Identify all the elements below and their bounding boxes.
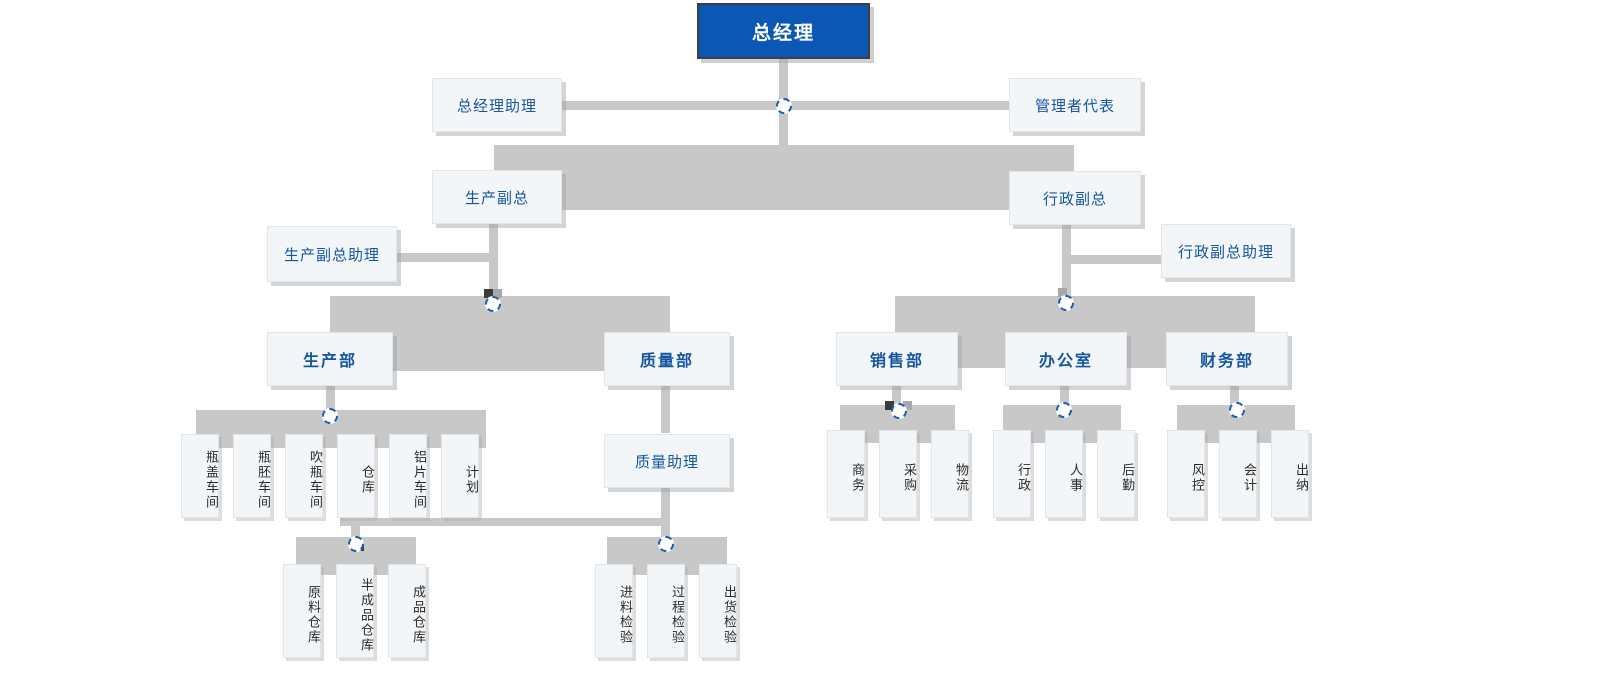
connector-office-dept-down [1060,385,1069,413]
selection-handle-square-sales-b[interactable] [903,401,912,410]
leaf-finance-0[interactable]: 风控 [1167,430,1205,518]
connector-root-down [779,58,788,108]
leaf-warehouse-1[interactable]: 半成品仓库 [336,564,374,658]
selection-handle-circle-office[interactable] [1056,402,1072,418]
connector-warehouse-down [351,515,360,545]
connector-admin-vp-down [1062,224,1071,302]
node-production-vp[interactable]: 生产副总 [432,170,562,224]
leaf-office-0[interactable]: 行政 [993,430,1031,518]
leaf-office-1[interactable]: 人事 [1045,430,1083,518]
selection-handle-circle-admin-vp[interactable] [1058,295,1074,311]
selection-handle-square-admin-vp[interactable] [1058,288,1067,297]
connector-production-dept-down [326,385,335,417]
connector-admin-vp-assistant [1070,255,1165,264]
node-management-representative[interactable]: 管理者代表 [1009,78,1141,132]
connector-finance-dept-down [1230,385,1239,413]
selection-handle-circle-sales[interactable] [891,403,907,419]
node-gm-assistant[interactable]: 总经理助理 [432,78,562,132]
node-production-department[interactable]: 生产部 [267,332,393,386]
leaf-quality-1[interactable]: 过程检验 [647,564,685,658]
leaf-warehouse-2[interactable]: 成品仓库 [388,564,426,658]
connector-quality-assistant-down [661,488,670,543]
leaf-office-2[interactable]: 后勤 [1097,430,1135,518]
node-production-vp-assistant[interactable]: 生产副总助理 [267,226,397,282]
leaf-production-5[interactable]: 计划 [441,434,479,518]
leaf-sales-1[interactable]: 采购 [879,430,917,518]
leaf-sales-2[interactable]: 物流 [931,430,969,518]
selection-handle-square-production-vp[interactable] [484,289,493,298]
leaf-production-4[interactable]: 铝片车间 [389,434,427,518]
leaf-finance-2[interactable]: 出纳 [1271,430,1309,518]
node-quality-assistant[interactable]: 质量助理 [604,434,730,488]
node-quality-department[interactable]: 质量部 [604,332,730,386]
connector-root-to-vp [779,108,788,156]
connector-quality-assistant-line [340,518,670,526]
selection-handle-circle-finance[interactable] [1229,402,1245,418]
connector-vp-bracket [494,145,1074,210]
leaf-finance-1[interactable]: 会计 [1219,430,1257,518]
selection-handle-square-sales[interactable] [885,401,894,410]
connector-production-vp-assistant [396,253,494,262]
selection-handle-circle-quality[interactable] [658,536,674,552]
leaf-production-2[interactable]: 吹瓶车间 [285,434,323,518]
node-admin-vp[interactable]: 行政副总 [1009,171,1141,225]
leaf-sales-0[interactable]: 商务 [827,430,865,518]
connector-quality-dept-down [661,385,670,433]
connector-sales-dept-down [892,385,901,413]
leaf-warehouse-0[interactable]: 原料仓库 [283,564,321,658]
node-sales-department[interactable]: 销售部 [836,332,958,386]
selection-handle-circle-production-dept[interactable] [322,408,338,424]
leaf-production-0[interactable]: 瓶盖车间 [181,434,219,518]
selection-handle-circle-warehouse[interactable] [348,536,364,552]
leaf-production-1[interactable]: 瓶胚车间 [233,434,271,518]
leaf-quality-0[interactable]: 进料检验 [595,564,633,658]
node-office-department[interactable]: 办公室 [1005,332,1127,386]
node-finance-department[interactable]: 财务部 [1166,332,1288,386]
node-admin-vp-assistant[interactable]: 行政副总助理 [1161,224,1291,278]
connector-production-vp-down [489,222,498,302]
selection-handle-square-production-vp-b[interactable] [493,289,502,298]
node-general-manager[interactable]: 总经理 [697,3,870,59]
selection-handle-circle-root[interactable] [776,98,792,114]
leaf-quality-2[interactable]: 出货检验 [699,564,737,658]
selection-handle-circle-production-vp[interactable] [485,296,501,312]
leaf-production-3-warehouse[interactable]: 仓库 [337,434,375,518]
